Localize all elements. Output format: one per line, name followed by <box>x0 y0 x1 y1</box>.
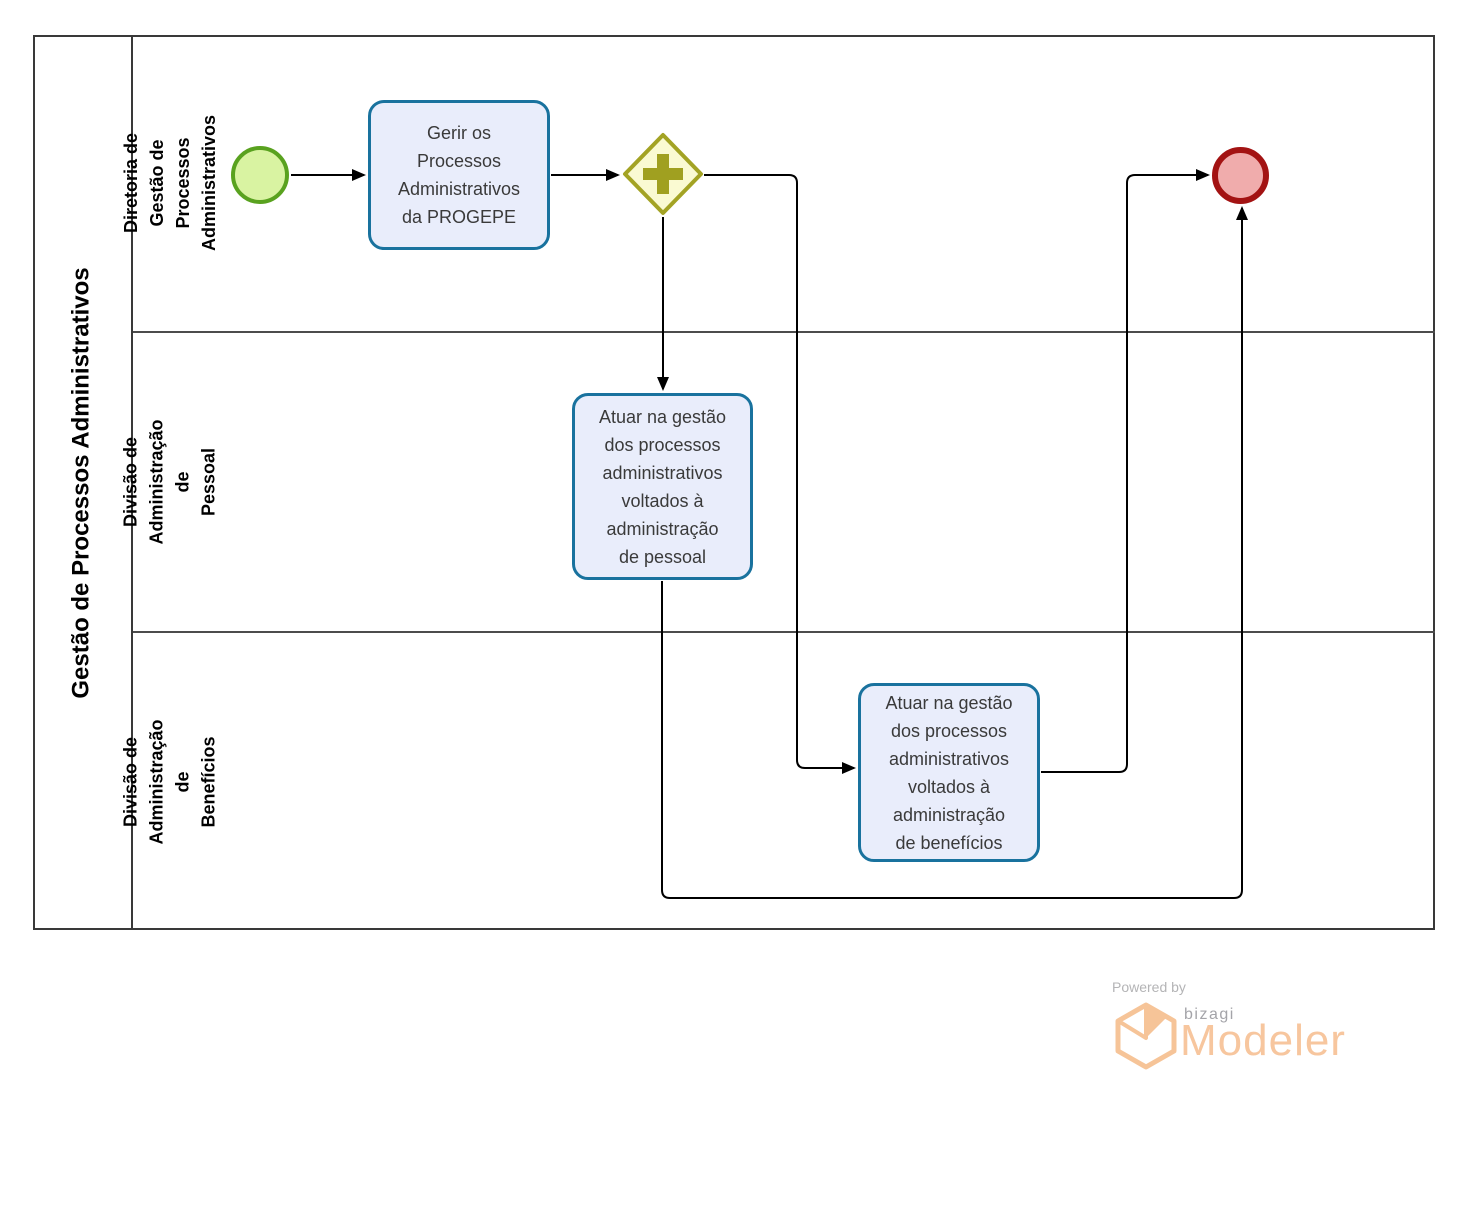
task-gerir-processos: Gerir os Processos Administrativos da PR… <box>368 100 550 250</box>
process-pool <box>33 35 1435 930</box>
pool-title-separator <box>131 35 133 930</box>
powered-by-label: Powered by <box>1112 979 1186 995</box>
task-pessoal-label: Atuar na gestão dos processos administra… <box>598 406 727 567</box>
bizagi-hexagon-icon <box>1115 1002 1177 1070</box>
end-event <box>1212 147 1269 204</box>
task-atuar-beneficios: Atuar na gestão dos processos administra… <box>858 683 1040 862</box>
lane-separator-2 <box>133 631 1435 633</box>
plus-icon <box>643 154 683 194</box>
flow-gateway-to-beneficios <box>704 174 856 774</box>
task-atuar-pessoal: Atuar na gestão dos processos administra… <box>572 393 753 580</box>
flow-beneficios-to-end <box>1041 169 1210 773</box>
flow-pessoal-to-end <box>661 206 1248 899</box>
start-event <box>231 146 289 204</box>
lane-separator-1 <box>133 331 1435 333</box>
task-beneficios-label: Atuar na gestão dos processos administra… <box>885 692 1013 853</box>
bizagi-wordmark: bizagi <box>1184 1006 1235 1023</box>
task-gerir-label: Gerir os Processos Administrativos da PR… <box>397 123 521 227</box>
parallel-gateway <box>623 133 703 215</box>
modeler-wordmark: Modeler <box>1180 1016 1346 1065</box>
